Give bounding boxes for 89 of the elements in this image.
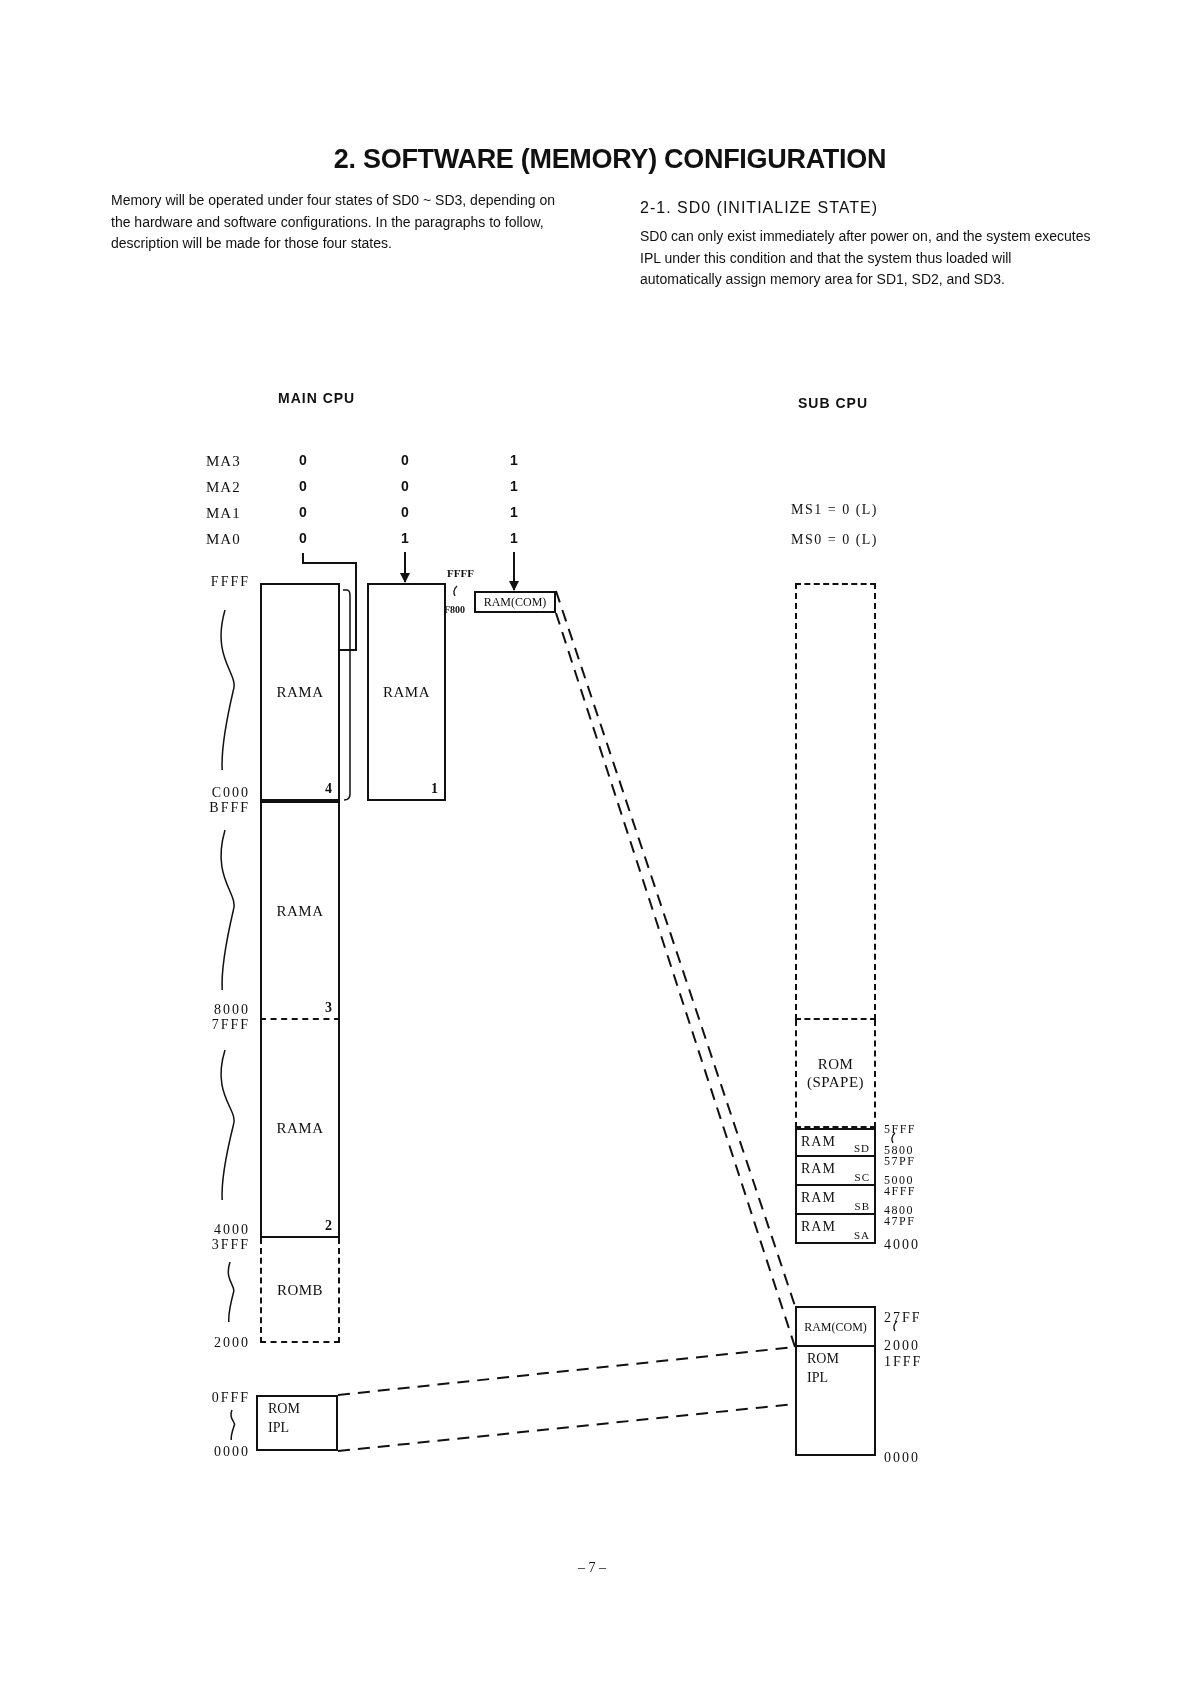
- address-label: 4800: [884, 1204, 914, 1216]
- signal-name: MA2: [206, 479, 241, 496]
- memory-block: [795, 1186, 876, 1215]
- address-label: 7FFF: [210, 1017, 250, 1032]
- block-number: 1: [431, 781, 438, 797]
- block-number: 4: [325, 781, 332, 797]
- memory-block: [260, 801, 340, 1018]
- bit-value: 0: [298, 530, 308, 546]
- memory-block: [795, 1020, 876, 1128]
- block-number: 2: [325, 1218, 332, 1234]
- address-label: 0000: [213, 1444, 250, 1459]
- bit-value: 0: [298, 478, 308, 494]
- address-label: FFFF: [209, 574, 250, 589]
- block-label: RAMA: [275, 901, 325, 920]
- column-heading: MAIN CPU: [278, 390, 356, 406]
- bit-value: 1: [509, 478, 519, 494]
- block-label: ROM IPL: [807, 1350, 840, 1387]
- address-label: 0000: [884, 1450, 920, 1465]
- bit-value: 0: [298, 452, 308, 468]
- address-label: 4000: [213, 1222, 250, 1237]
- memory-block: [795, 1306, 876, 1347]
- block-label: RAM(COM): [482, 594, 548, 610]
- bank-label: SC: [854, 1171, 870, 1183]
- address-label: 2000: [884, 1338, 920, 1353]
- memory-block: [260, 1238, 340, 1343]
- address-label: BFFF: [208, 800, 250, 815]
- memory-block: [260, 583, 340, 801]
- signal-state: MS0 = 0 (L): [791, 532, 878, 548]
- signal-name: MA1: [206, 505, 241, 522]
- mapping-line: [555, 590, 796, 1348]
- address-label: 27FF: [884, 1310, 922, 1325]
- bank-label: SD: [853, 1142, 870, 1154]
- address-label: FFFF: [447, 567, 474, 579]
- page-title: 2. SOFTWARE (MEMORY) CONFIGURATION: [332, 144, 888, 175]
- block-number: 3: [325, 1000, 332, 1016]
- memory-block: [367, 583, 446, 801]
- memory-block: [474, 591, 556, 613]
- block-label: RAMA: [382, 683, 431, 701]
- block-label: RAM: [801, 1134, 836, 1150]
- block-label: ROM IPL: [268, 1400, 301, 1437]
- block-label: RAMA: [275, 683, 325, 701]
- bit-value: 0: [400, 478, 410, 494]
- bit-value: 0: [298, 504, 308, 520]
- address-label: 8000: [213, 1002, 250, 1017]
- bit-value: 1: [509, 530, 519, 546]
- address-label: 5000: [884, 1174, 914, 1186]
- memory-block: [256, 1395, 338, 1451]
- signal-name: MA3: [206, 453, 241, 470]
- signal-name: MA0: [206, 531, 241, 548]
- address-label: 4000: [884, 1237, 920, 1252]
- memory-block: [795, 1157, 876, 1186]
- block-label: ROMB: [275, 1280, 325, 1299]
- bit-value: 1: [509, 504, 519, 520]
- address-label: 47PF: [884, 1215, 916, 1227]
- address-label: C000: [210, 785, 250, 800]
- address-label: 1FFF: [884, 1354, 923, 1369]
- memory-block: [795, 583, 876, 1020]
- page-number: – 7 –: [577, 1560, 607, 1576]
- address-label: 57PF: [884, 1155, 916, 1167]
- column-heading: SUB CPU: [798, 395, 868, 411]
- bit-value: 1: [509, 452, 519, 468]
- block-label: ROM (SPAPE): [805, 1055, 866, 1091]
- memory-block: [795, 1215, 876, 1244]
- address-label: 3FFF: [210, 1237, 250, 1252]
- bit-value: 1: [400, 530, 410, 546]
- bit-value: 0: [400, 452, 410, 468]
- address-label: 5FFF: [884, 1123, 917, 1135]
- block-label: RAM: [801, 1190, 836, 1206]
- block-label: RAM: [801, 1219, 836, 1235]
- address-label: 4FFF: [884, 1185, 917, 1197]
- address-label: 2000: [213, 1335, 250, 1350]
- bank-label: SA: [853, 1229, 870, 1241]
- signal-state: MS1 = 0 (L): [791, 502, 878, 518]
- address-label: 0FFF: [210, 1390, 250, 1405]
- block-label: RAM: [801, 1161, 836, 1177]
- memory-block: [795, 1347, 876, 1456]
- memory-block: [795, 1128, 876, 1157]
- connector-line: [302, 552, 357, 651]
- paragraph: Memory will be operated under four states of SD0 ~ SD3, depending on the hardware and software configurations. In the paragraphs to follow, description will be made for those four states.: [111, 191, 556, 253]
- bit-value: 0: [400, 504, 410, 520]
- bank-label: SB: [854, 1200, 870, 1212]
- block-label: RAM(COM): [803, 1319, 868, 1334]
- address-label: 5800: [884, 1144, 914, 1156]
- arrow: [400, 551, 410, 583]
- block-label: RAMA: [275, 1119, 325, 1137]
- arrow: [509, 551, 519, 591]
- memory-block: [260, 1018, 340, 1238]
- paragraph: SD0 can only exist immediately after power on, and the system executes IPL under this condition and that the system thus loaded will automatically assign memory area for SD1, SD2, and SD3.: [640, 227, 1092, 289]
- section-heading: 2-1. SD0 (INITIALIZE STATE): [640, 199, 879, 217]
